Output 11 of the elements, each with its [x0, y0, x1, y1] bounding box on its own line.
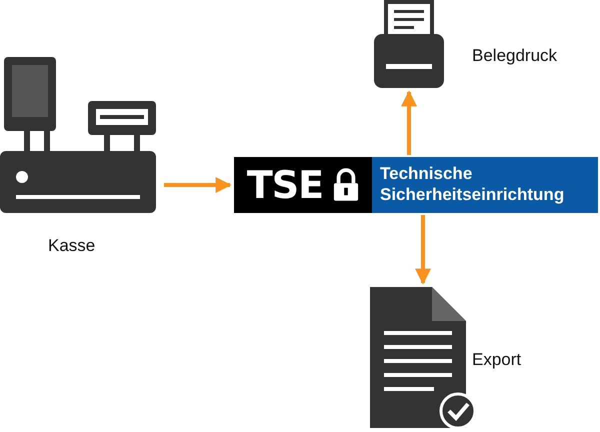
- cash-register-drawing: [0, 55, 158, 215]
- printer-drawing: [372, 0, 446, 90]
- node-caption: Export: [472, 350, 522, 370]
- arrow: [164, 177, 232, 193]
- arrow: [401, 90, 417, 155]
- module-abbreviation: TSE: [246, 163, 324, 207]
- arrow: [415, 215, 431, 285]
- security-module-box: [234, 157, 598, 213]
- module-description: Technische Sicherheitseinrichtung: [372, 157, 598, 213]
- node-caption: Belegdruck: [472, 46, 558, 66]
- node-caption: Kasse: [48, 236, 96, 256]
